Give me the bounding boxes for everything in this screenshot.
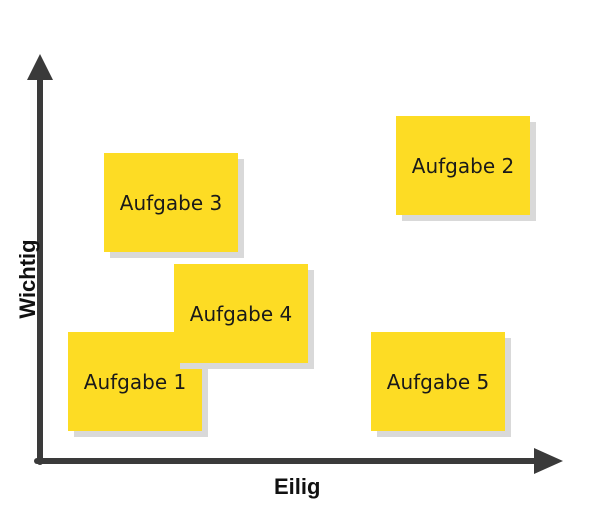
sticky-note-label: Aufgabe 5	[386, 369, 490, 394]
sticky-note-label: Aufgabe 2	[411, 153, 515, 178]
sticky-note-aufgabe-5[interactable]: Aufgabe 5	[371, 332, 505, 431]
sticky-note-aufgabe-3[interactable]: Aufgabe 3	[104, 153, 238, 252]
sticky-note-aufgabe-4[interactable]: Aufgabe 4	[174, 264, 308, 363]
sticky-note-aufgabe-2[interactable]: Aufgabe 2	[396, 116, 530, 215]
sticky-note-label: Aufgabe 1	[83, 369, 187, 394]
y-axis-label: Wichtig	[15, 239, 40, 319]
x-axis-arrowhead	[534, 448, 563, 474]
sticky-note-label: Aufgabe 3	[119, 190, 223, 215]
y-axis-arrowhead	[27, 54, 53, 80]
x-axis-label: Eilig	[274, 474, 321, 499]
sticky-note-label: Aufgabe 4	[189, 301, 293, 326]
